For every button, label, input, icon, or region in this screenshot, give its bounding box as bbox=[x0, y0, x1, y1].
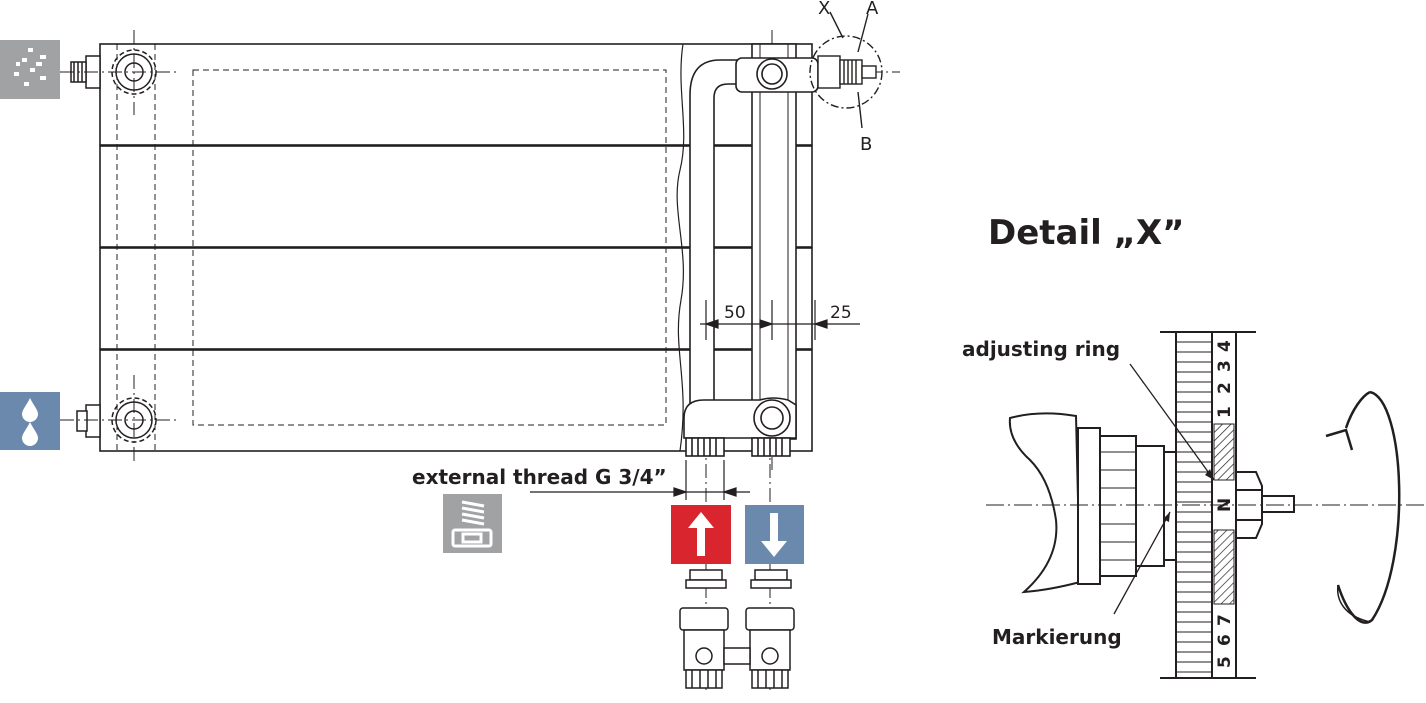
scale-3: 3 bbox=[1215, 360, 1235, 372]
dimension-50: 50 bbox=[724, 303, 746, 323]
marking-label: Markierung bbox=[992, 625, 1122, 649]
rotation-arrow-icon bbox=[1325, 390, 1401, 624]
callout-x: X bbox=[818, 0, 830, 19]
left-fittings bbox=[70, 49, 157, 443]
panel-section-4 bbox=[99, 349, 813, 452]
threaded-fitting-icon bbox=[443, 494, 502, 553]
break-line bbox=[676, 43, 685, 452]
callout-a: A bbox=[866, 0, 879, 19]
panel-section-2 bbox=[99, 145, 813, 248]
scale-2: 2 bbox=[1215, 382, 1235, 394]
shutoff-valve-assembly bbox=[679, 569, 795, 689]
scale-6: 6 bbox=[1215, 634, 1235, 646]
callout-b: B bbox=[860, 134, 872, 155]
detail-title: Detail „X” bbox=[988, 213, 1185, 253]
air-vent-icon bbox=[0, 40, 60, 99]
inner-hidden-outline bbox=[192, 69, 667, 426]
connection-pipes bbox=[683, 43, 819, 457]
flow-up-arrow-icon bbox=[671, 505, 731, 564]
adjusting-ring-label: adjusting ring bbox=[962, 337, 1120, 361]
scale-7: 7 bbox=[1215, 614, 1235, 626]
panel-section-1 bbox=[99, 43, 813, 146]
thread-label: external thread G 3/4” bbox=[412, 465, 667, 489]
thermostatic-valve-insert bbox=[809, 11, 883, 129]
dimension-25: 25 bbox=[830, 303, 852, 323]
detail-x-marker-circle bbox=[809, 35, 883, 109]
thermostat-head bbox=[1008, 412, 1177, 594]
scale-5: 5 bbox=[1215, 656, 1235, 668]
dimension-lines bbox=[530, 300, 860, 500]
water-drain-icon bbox=[0, 392, 60, 450]
panel-section-3 bbox=[99, 247, 813, 350]
scale-numbers: 4 3 2 1 N 7 6 5 bbox=[1215, 340, 1235, 668]
scale-4: 4 bbox=[1215, 340, 1235, 352]
return-down-arrow-icon bbox=[745, 505, 804, 564]
scale-1: 1 bbox=[1215, 406, 1235, 418]
detail-leaders bbox=[1113, 363, 1215, 615]
radiator-body bbox=[99, 43, 813, 452]
